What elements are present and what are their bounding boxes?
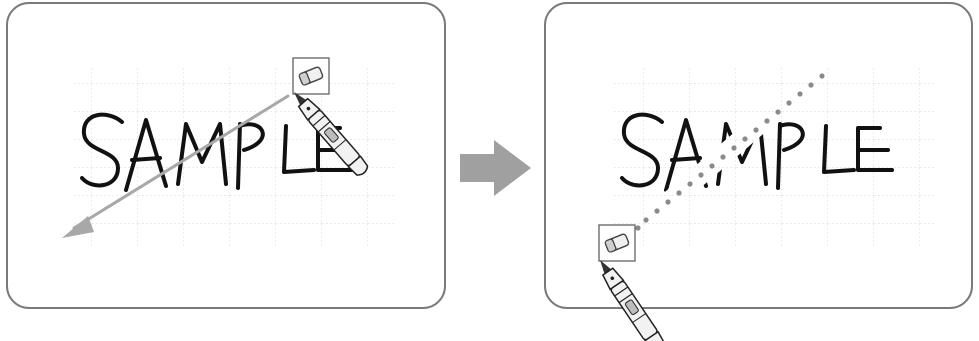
whiteboard-grid	[614, 66, 936, 248]
panel-before	[7, 3, 445, 308]
eraser-icon[interactable]	[599, 225, 635, 261]
arrow-right-icon	[460, 140, 531, 196]
eraser-icon[interactable]	[293, 58, 329, 94]
panel-after	[545, 3, 972, 341]
